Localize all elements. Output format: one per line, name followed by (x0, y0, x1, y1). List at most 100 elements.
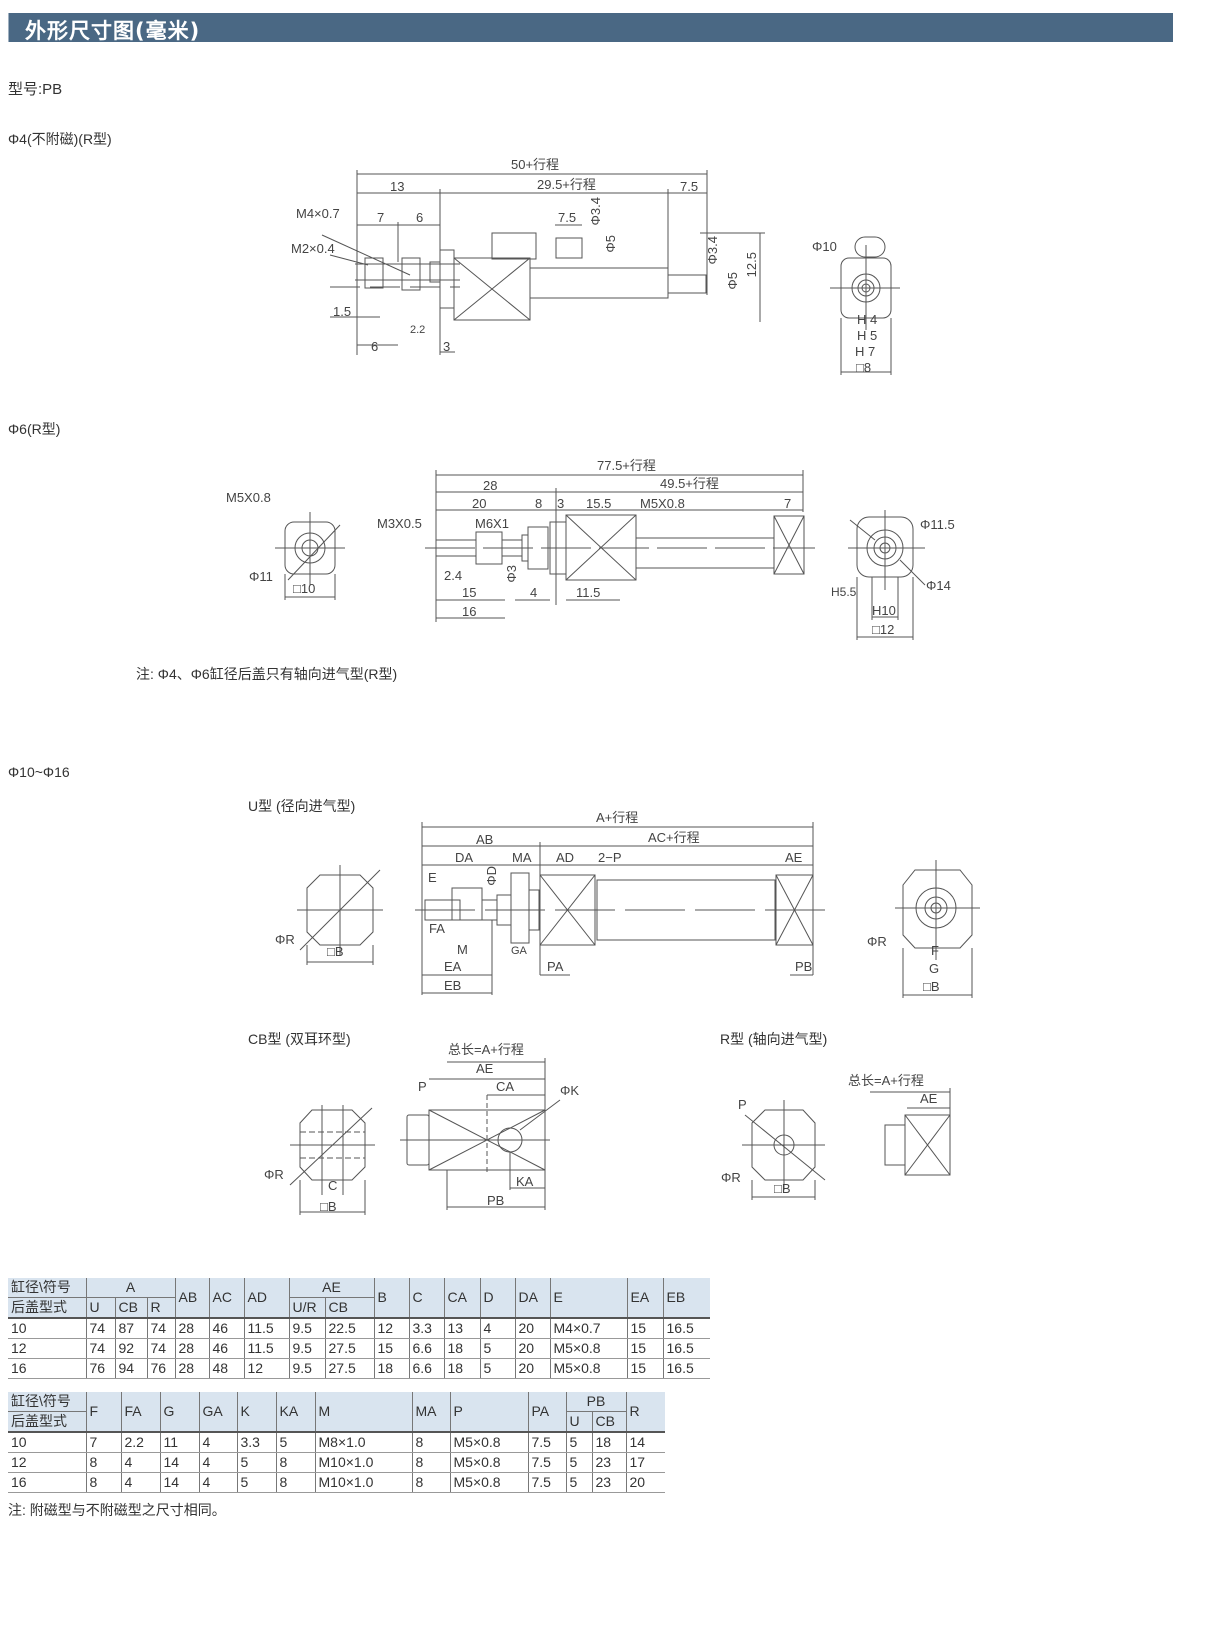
value-cell: 6.6 (408, 1358, 444, 1379)
r-type-side-view (870, 1088, 951, 1176)
dim-label: AE (785, 850, 803, 865)
value-cell: 15 (626, 1358, 663, 1379)
value-cell: 46 (208, 1338, 244, 1359)
value-cell: 14 (159, 1472, 199, 1493)
col-header: PA (527, 1391, 566, 1433)
dim-label: EA (444, 959, 462, 974)
dim-label: Φ3.4 (705, 236, 720, 265)
sub-header: U (85, 1297, 115, 1319)
col-header: DA (514, 1277, 550, 1319)
dim-label: C (328, 1178, 338, 1193)
dim-label: GA (511, 945, 527, 957)
value-cell: 94 (114, 1358, 147, 1379)
dim-label: □B (320, 1199, 337, 1214)
value-cell: 76 (85, 1358, 115, 1379)
value-cell: M4×0.7 (549, 1318, 627, 1339)
value-cell: 28 (174, 1318, 209, 1339)
value-cell: 7 (85, 1432, 121, 1453)
section-title: 外形尺寸图(毫米) (25, 19, 201, 43)
dim-label: M6X1 (475, 516, 509, 531)
u-type-rear-end-view (895, 860, 980, 998)
value-cell: 92 (114, 1338, 147, 1359)
dim-label: M5X0.8 (640, 496, 685, 511)
value-cell: 5 (236, 1472, 276, 1493)
value-cell: 15 (626, 1318, 663, 1339)
dim-label: Φ5 (725, 272, 740, 290)
col-header: CA (443, 1277, 480, 1319)
value-cell: 17 (625, 1452, 665, 1473)
dim-label: 总长=A+行程 (448, 1042, 524, 1057)
value-cell: 18 (373, 1358, 409, 1379)
r-type-title: R型 (轴向进气型) (720, 1031, 828, 1047)
value-cell: 27.5 (324, 1338, 374, 1359)
value-cell: 74 (85, 1338, 115, 1359)
dim-label: 11.5 (576, 585, 601, 600)
dim-label: 15.5 (586, 496, 612, 511)
value-cell: 8 (275, 1472, 315, 1493)
value-cell: 15 (373, 1338, 409, 1359)
dim-label: F (931, 943, 939, 958)
u-type-title: U型 (径向进气型) (248, 798, 356, 814)
col-header: EB (662, 1277, 710, 1319)
value-cell: 5 (565, 1432, 592, 1453)
phi4-title: Φ4(不附磁)(R型) (8, 131, 112, 147)
dim-label: PA (547, 959, 564, 974)
value-cell: 9.5 (288, 1318, 325, 1339)
dim-label: Φ10 (812, 239, 837, 254)
value-cell: 5 (565, 1452, 592, 1473)
dim-label: H10 (872, 603, 896, 618)
value-cell: 28 (174, 1358, 209, 1379)
value-cell: 22.5 (324, 1318, 374, 1339)
corner-header: 后盖型式 (8, 1411, 86, 1433)
dim-label: 16 (462, 604, 477, 619)
dim-label: Φ3 (504, 565, 519, 583)
value-cell: 7.5 (527, 1452, 566, 1473)
value-cell: M8×1.0 (314, 1432, 412, 1453)
col-header: MA (411, 1391, 450, 1433)
value-cell: 12 (373, 1318, 409, 1339)
dim-label: 4 (530, 585, 538, 600)
dim-label: 2.2 (410, 324, 426, 336)
dim-label: AB (476, 832, 494, 847)
value-cell: 9.5 (288, 1358, 325, 1379)
dim-label: AC+行程 (648, 830, 700, 845)
dim-label: PB (795, 959, 813, 974)
dim-label: □12 (872, 622, 895, 637)
value-cell: 6.6 (408, 1338, 444, 1359)
dim-label: A+行程 (596, 810, 639, 825)
dim-label: Φ11.5 (920, 517, 955, 532)
sub-header: R (146, 1297, 175, 1319)
dim-label: ΦD (484, 866, 499, 886)
dim-label: □B (774, 1181, 791, 1196)
note-phi4-phi6: 注: Φ4、Φ6缸径后盖只有轴向进气型(R型) (136, 666, 398, 682)
value-cell: 27.5 (324, 1358, 374, 1379)
dim-label: DA (455, 850, 474, 865)
col-header: AE (288, 1277, 374, 1298)
dim-label: 50+行程 (511, 157, 560, 172)
dim-label: 1.5 (333, 304, 352, 319)
col-header: P (449, 1391, 528, 1433)
value-cell: 16.5 (662, 1358, 710, 1379)
cb-type-end-view (289, 1105, 375, 1215)
dim-label: 8 (535, 496, 543, 511)
sub-header: U (565, 1411, 592, 1433)
value-cell: M5×0.8 (449, 1452, 528, 1473)
note-magnetic: 注: 附磁型与不附磁型之尺寸相同。 (8, 1502, 226, 1518)
value-cell: 13 (443, 1318, 480, 1339)
value-cell: 23 (591, 1472, 626, 1493)
dim-label: □8 (856, 360, 872, 375)
dim-label: 13 (390, 179, 405, 194)
dim-label: Φ5 (603, 235, 618, 253)
value-cell: 8 (411, 1452, 450, 1473)
value-cell: 20 (514, 1358, 550, 1379)
value-cell: 11 (159, 1432, 199, 1453)
value-cell: 18 (443, 1338, 480, 1359)
dim-label: M2×0.4 (291, 241, 335, 256)
col-header: AB (174, 1277, 209, 1319)
